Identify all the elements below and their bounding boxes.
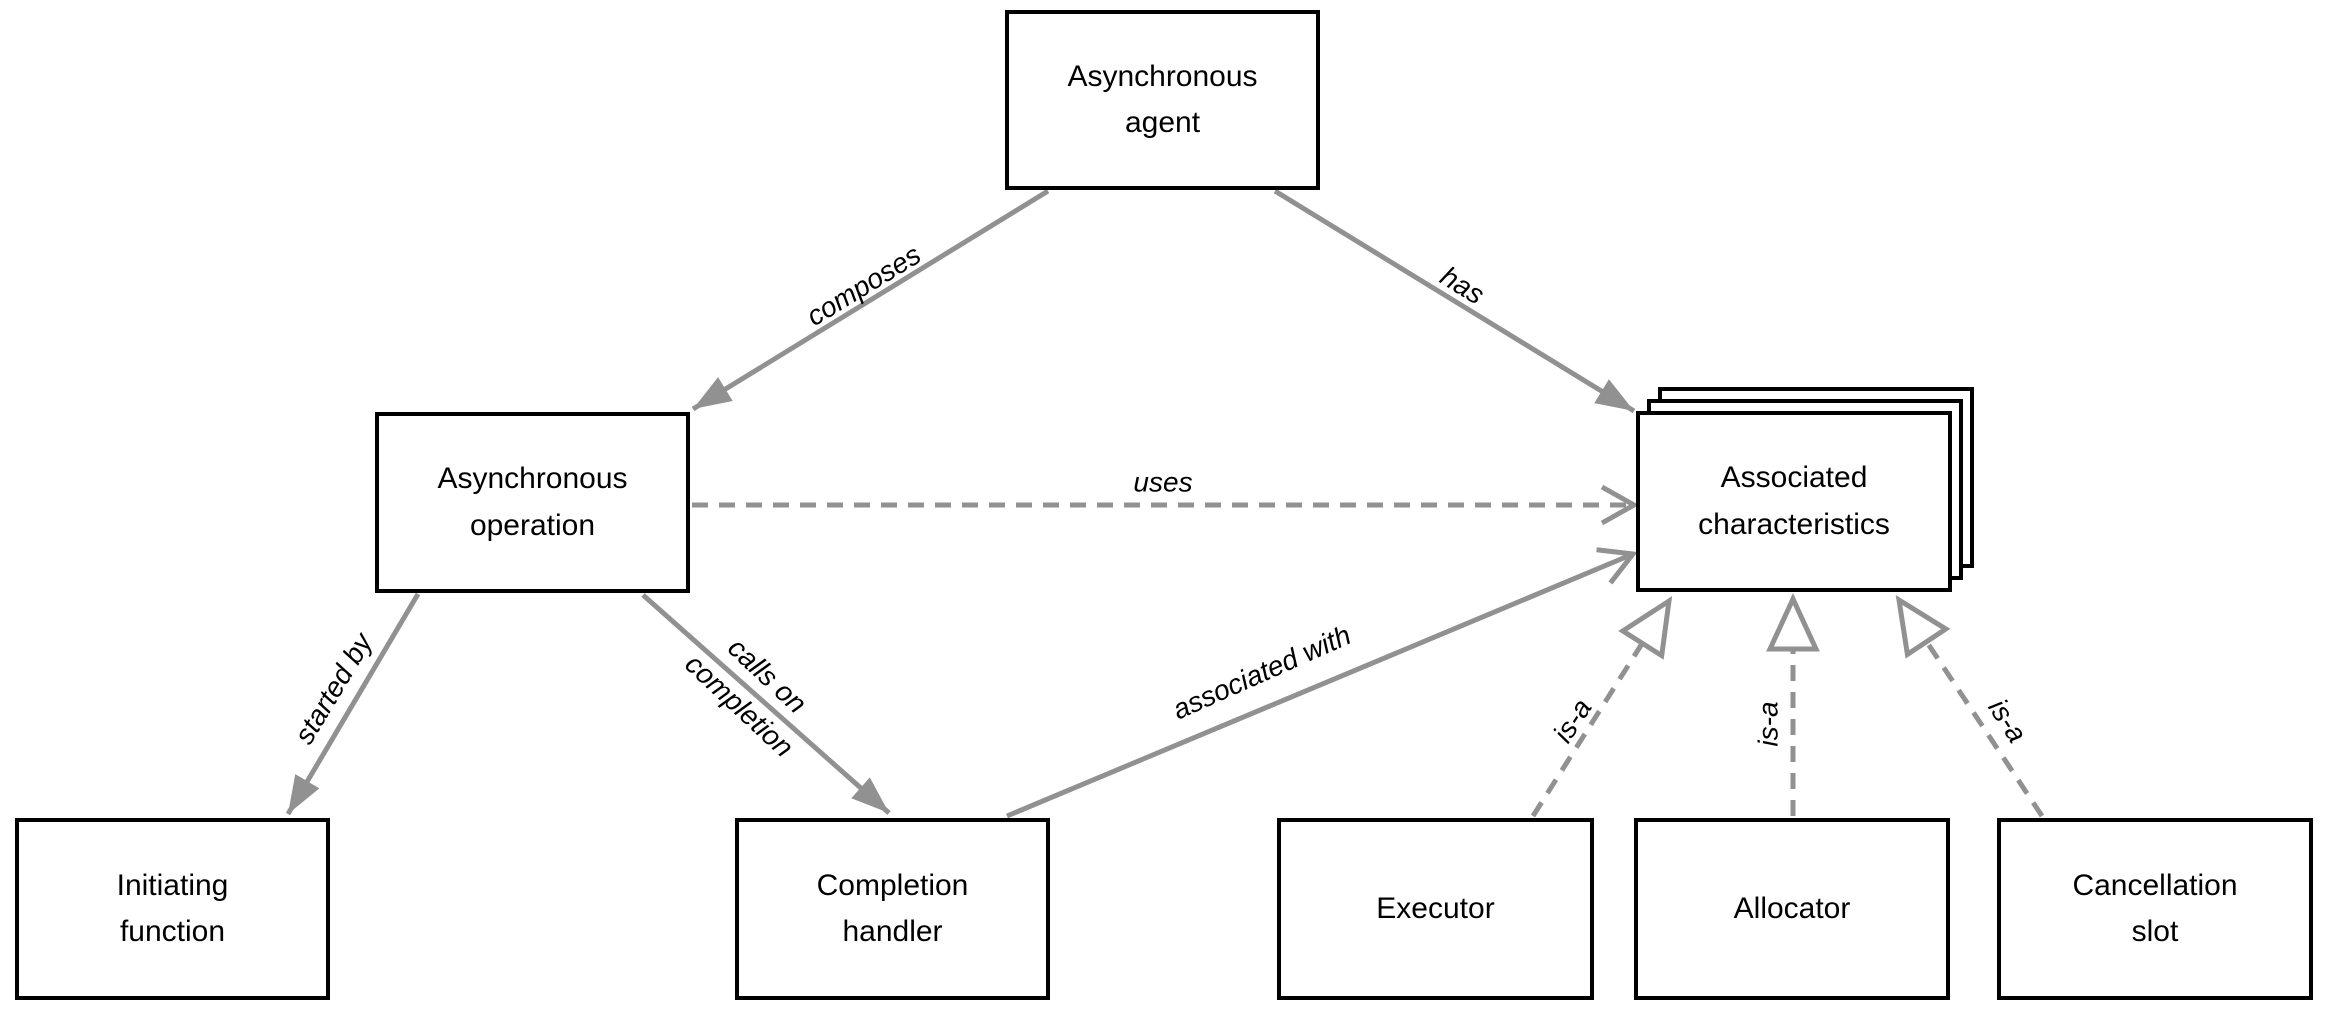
- edge-is-a-executor-line: [1530, 595, 1673, 818]
- edge-calls-on-completion-line: [641, 593, 891, 815]
- node-cancellation-slot: Cancellation slot: [1997, 818, 2313, 1000]
- node-associated-characteristics: Associated characteristics: [1636, 411, 1952, 592]
- node-cancellation-slot-label: Cancellation slot: [2072, 868, 2238, 949]
- node-executor: Executor: [1277, 818, 1594, 1000]
- node-allocator: Allocator: [1634, 818, 1950, 1000]
- edge-label-uses: uses: [1133, 466, 1193, 498]
- node-asynchronous-operation-label: Asynchronous operation: [437, 462, 628, 542]
- node-initiating-function: Initiating function: [15, 818, 330, 1000]
- node-completion-handler-label: Completion handler: [816, 868, 969, 949]
- edge-has-line: [1273, 188, 1636, 414]
- node-allocator-label: Allocator: [1733, 891, 1851, 925]
- node-associated-characteristics-label: Associated characteristics: [1698, 461, 1890, 541]
- node-asynchronous-agent: Asynchronous agent: [1005, 10, 1320, 190]
- edge-associated-with-line: [1006, 547, 1638, 819]
- node-executor-label: Executor: [1376, 891, 1495, 925]
- node-initiating-function-label: Initiating function: [116, 868, 229, 949]
- node-asynchronous-operation: Asynchronous operation: [375, 412, 690, 593]
- edge-label-is-a-allocator: is-a: [1752, 701, 1784, 747]
- edge-composes-line: [691, 188, 1050, 412]
- node-completion-handler: Completion handler: [735, 818, 1050, 1000]
- edge-started-by-line: [285, 592, 421, 816]
- node-asynchronous-agent-label: Asynchronous agent: [1067, 59, 1258, 140]
